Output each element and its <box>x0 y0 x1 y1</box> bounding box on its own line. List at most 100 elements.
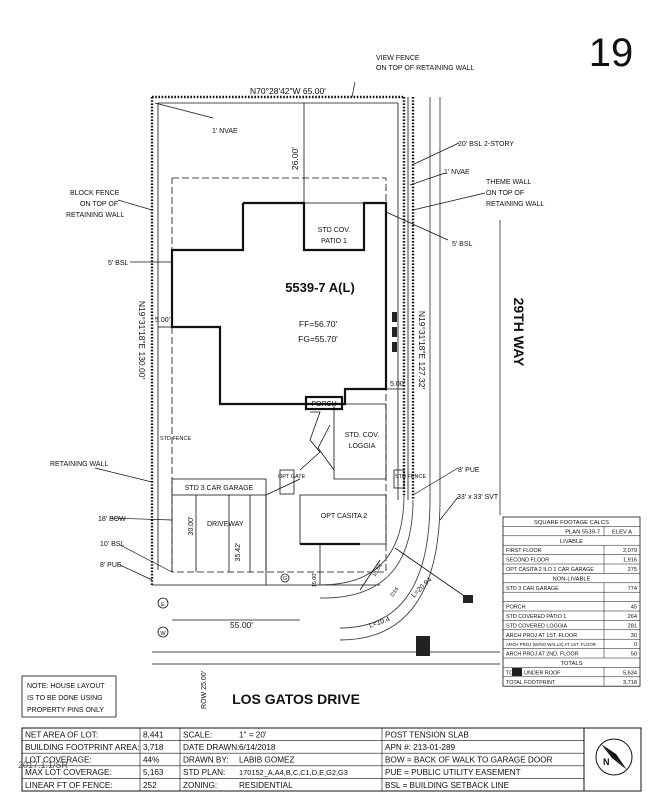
bsl-left-label: 5' BSL <box>108 260 129 267</box>
north-arrow-icon: N <box>595 738 633 776</box>
street-los-gatos: LOS GATOS DRIVE <box>232 691 360 707</box>
view-fence-label-2: ON TOP OF RETAINING WALL <box>376 65 475 72</box>
dim-35-42: 35.42' <box>235 543 242 562</box>
info-label: BUILDING FOOTPRINT AREA: <box>25 743 140 752</box>
driveway-label: DRIVEWAY <box>207 521 244 528</box>
pue-left-label: 8' PUE <box>100 562 122 569</box>
sqft-row-label: SECOND FLOOR <box>506 558 549 564</box>
dim-30: 30.00' <box>188 517 195 536</box>
std-cov-patio-label: STD COV. <box>318 227 350 234</box>
block-fence-label: BLOCK FENCE <box>70 190 120 197</box>
sqft-row-label: OPT CASITA 2 ILO 1 CAR GARAGE <box>506 567 594 573</box>
info-note: BOW = BACK OF WALK TO GARAGE DOOR <box>385 756 553 765</box>
retaining-wall-label: RETAINING WALL <box>50 461 108 468</box>
north-arrow-box <box>583 727 642 792</box>
right-bearing: N19°31'18"E 127.32' <box>417 311 427 390</box>
gas-meter-icon <box>280 573 290 583</box>
nvae-right-label: 1' NVAE <box>444 169 470 176</box>
theme-wall-label-3: RETAINING WALL <box>486 201 544 208</box>
sqft-row-label: ARCH PROJ (W/NO WALLS) AT 1ST. FLOOR <box>506 642 596 647</box>
street-29th-way: 29TH WAY <box>511 298 527 367</box>
info-label: LOT COVERAGE: <box>25 756 92 765</box>
note-line-2: IS TO BE DONE USING <box>27 695 103 702</box>
house-footprint <box>170 201 388 480</box>
hatch-block <box>512 668 522 676</box>
info-value: LABIB GOMEZ <box>239 756 295 765</box>
bsl-right-label: 5' BSL <box>452 241 473 248</box>
bsl-10-label: 10' BSL <box>100 541 124 548</box>
svt-label: 33' x 33' SVT <box>457 494 499 501</box>
theme-wall-label-2: ON TOP OF <box>486 190 524 197</box>
meter-e-label: E <box>161 602 165 608</box>
finished-grade: FG=55.70' <box>298 334 338 344</box>
sqft-row-label: ARCH PROJ AT 1ST. FLOOR <box>506 633 577 639</box>
dim-15: 15.00' <box>312 573 318 588</box>
info-label: MAX LOT COVERAGE: <box>25 768 112 777</box>
bottom-dim: 55.00' <box>230 620 253 630</box>
info-label: LINEAR FT OF FENCE: <box>25 781 113 790</box>
sqft-row-label: FIRST FLOOR <box>506 548 542 554</box>
bow-label: 18' BOW <box>98 516 126 523</box>
nvae-top-label: 1' NVAE <box>212 128 238 135</box>
porch-label: PORCH <box>311 401 336 408</box>
info-value: 252 <box>143 781 157 790</box>
sqft-row-label: TOTAL FOOTPRINT <box>506 680 556 686</box>
sqft-section-header: LIVABLE <box>560 539 583 545</box>
sqft-row-value: 2,079 <box>623 548 637 554</box>
info-value: 3,718 <box>143 743 164 752</box>
sqft-row-label: STD COVERED PATIO 1 <box>506 614 566 620</box>
info-note: BSL = BUILDING SETBACK LINE <box>385 781 510 790</box>
info-label: DRAWN BY: <box>183 756 229 765</box>
watermark: 2017.1.1/SR <box>18 760 69 770</box>
std-fence-left-label: STD FENCE <box>160 436 192 442</box>
note-box <box>21 675 117 718</box>
sqft-col-elev: ELEV A <box>612 529 632 535</box>
dim-5-left: 5.00' <box>155 317 170 324</box>
sqft-section-header: NON-LIVABLE <box>553 576 591 582</box>
roads <box>152 97 522 676</box>
pue-right-label: 8' PUE <box>458 467 480 474</box>
sqft-row-value: 30 <box>631 633 637 639</box>
std-cov-loggia-label-2: LOGGIA <box>349 443 376 450</box>
water-meter-icon <box>157 626 169 638</box>
info-value: 1" = 20' <box>239 730 267 739</box>
sqft-row-value: 1,916 <box>623 558 637 564</box>
info-label: NET AREA OF LOT: <box>25 730 98 739</box>
dim-5-right: 5.00' <box>390 381 405 388</box>
sqft-col-plan: PLAN 5539-7 <box>565 529 600 535</box>
info-note: APN #: 213-01-289 <box>385 743 456 752</box>
info-value: RESIDENTIAL <box>239 781 293 790</box>
opt-casita-label: OPT CASITA 2 <box>321 513 368 520</box>
std-cov-loggia-label: STD. COV. <box>345 432 379 439</box>
block-fence-label-3: RETAINING WALL <box>66 212 124 219</box>
sqft-row-value: 3,718 <box>623 680 637 686</box>
dim-26: 26.00' <box>290 147 300 170</box>
sqft-row-value: 264 <box>628 614 637 620</box>
leader-lines <box>94 81 486 581</box>
opt-casita <box>279 469 387 546</box>
sqft-row-value: 774 <box>628 586 637 592</box>
dim-16-68: 16.68' <box>372 562 385 578</box>
dimension-lines <box>158 103 404 621</box>
north-label: N <box>603 757 610 767</box>
sqft-section-header: TOTALS <box>560 661 582 667</box>
info-value: 170152_A,A4,B,C,C1,D,E,G2,G3 <box>239 768 348 777</box>
dim-l-10-4: L=10.4 <box>368 616 391 630</box>
block-fence-label-2: ON TOP OF <box>80 201 118 208</box>
info-label: DATE DRAWN: <box>183 743 239 752</box>
left-bearing: N19°31'18"E 130.00' <box>137 301 147 380</box>
meter-g-label: G <box>283 576 287 582</box>
view-fence-label: VIEW FENCE <box>376 55 420 62</box>
info-value: 6/14/2018 <box>239 743 276 752</box>
electric-meter-icon <box>157 597 169 609</box>
lot-boundary <box>150 95 415 585</box>
sqft-row-label: PORCH <box>506 605 526 611</box>
sqft-row-value: 0 <box>634 642 637 648</box>
finished-floor: FF=56.70' <box>299 319 338 329</box>
sqft-row-value: 45 <box>631 605 637 611</box>
row-label: ROW 25.00' <box>201 671 208 709</box>
sqft-row-label: TOTAL UNDER ROOF <box>506 670 561 676</box>
std-cov-patio-label-2: PATIO 1 <box>321 238 347 245</box>
